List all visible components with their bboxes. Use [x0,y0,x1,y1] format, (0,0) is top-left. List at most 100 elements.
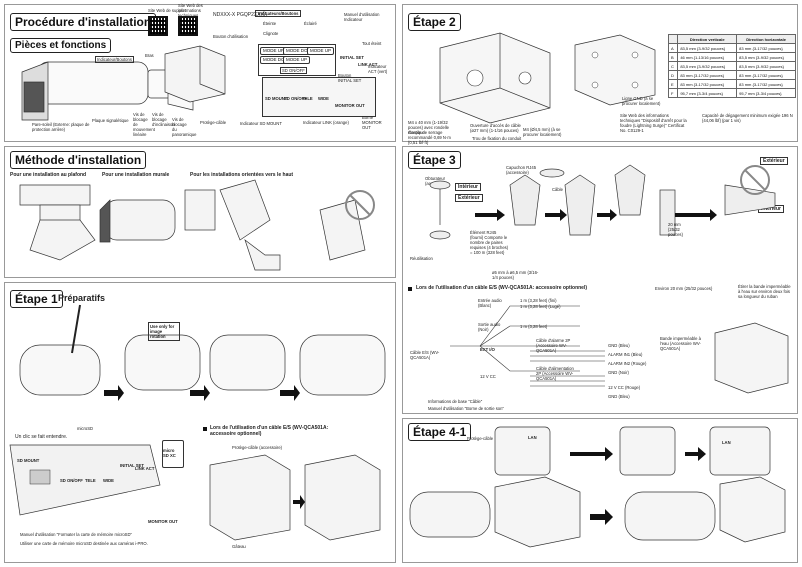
label-act-indicator: Indicateur ACT (vert) [368,64,388,74]
length-label-2: 1 m (3,28 feet) (Lugé) [520,304,561,309]
audio-out-label: Sortie audio (Noir) [478,322,501,332]
step2-tech-info: Site Web des informations techniques "Di… [620,113,687,133]
step1-cable-heading: Lors de l'utilisation d'un câble E/S (WV… [210,425,329,437]
ext-io-label: EXT I/O [480,347,495,352]
step41-heading: Étape 4-1 [408,423,472,441]
manual-label: Manuel d'utilisation [344,12,380,17]
sd-onoff-btn-label: SD ON/OFF [284,96,307,101]
terminal-3: ALARM IN2 (Rouge) [608,361,647,366]
method-wall: Pour une installation murale [102,172,170,178]
mode-up-button-2[interactable]: MODE UP [307,47,335,55]
step1-link-act: LINK ACT [135,466,155,471]
step2-dimension-table: Direction verticale Direction horizontal… [667,34,796,98]
label-sunshade: Pare-soleil (Externe: plaque de protecti… [32,122,90,132]
step1-monitor-out: MONITOR OUT [148,519,178,524]
step3-cable-bullet [408,287,412,291]
step1-microsd-label: microSD [77,426,94,431]
sd-card-label: micro SD XC [163,448,176,458]
initial-set-label: INITIAL SET [340,55,364,60]
strip-note: Environ 20 mm {25/32 pouces} [655,286,713,291]
step3-exterior-right: Extérieur [760,157,788,165]
section-method [4,146,396,278]
label-pan-screw: Vis de blocage du panoramique [172,117,197,137]
legend-off: Éteinte [263,21,277,26]
terminal-4: GND (Noir) [608,370,629,375]
step41-cover-label: Protège-câble [467,436,494,441]
support-site-label: Site Web de support [148,8,186,13]
step2-load-note: Capacité de dégagement minimum exigée 19… [702,113,793,123]
step3-cap-label: Capuchon RJ45 (accessoire) [506,165,537,175]
alarm-cable-label: Câble d'alarme 2P (Accessoire WV-QCA501A… [536,338,571,353]
info-note-audio: Manuel d'utilisation "Borne de sortie so… [428,406,504,411]
section-step2 [402,4,798,142]
step1-sd-onoff: SD ON/OFF [60,478,83,483]
step3-length-label: 20 mm {25/32 pouces} [668,222,683,237]
doc-code: NDXXX-X PGQP2XXXA [213,12,268,18]
step1-initial-set: INITIAL SET [120,463,144,468]
method-illustrations [19,179,375,271]
label-linear-screw: Vis de blocage de mouvement linéaire [133,112,155,137]
extend-note: Étirer la bande imperméable à l'eau sur … [738,284,791,299]
step1-note-ipro: Utiliser une carte de mémoire microSD de… [20,541,148,546]
step2-heading: Étape 2 [408,13,461,31]
step2-hole-note: Trou de fixation du conduit [472,136,522,141]
label-cable-cover: Protège-câble [200,120,227,125]
method-heading: Méthode d'installation [10,151,147,169]
tape-note: Bande imperméable à l'eau (Accessoire WV… [660,336,701,351]
step1-cable-cover-label: Protège-câble (accessoire) [232,445,283,450]
label-indicators-buttons: Indicateur/Boutons [95,56,134,63]
docs-site-label: Site Web des informations techniques [178,3,203,18]
step2-conduit-note: Ouverture d'accès de câble (ø27 mm) {1-1… [470,123,521,133]
audio-in-label: Entrée audio (Blanc) [478,298,502,308]
step41-lan-label: LAN [528,435,537,440]
ext-cable-label: Câble E/S (WV-QCA501A) [410,350,440,360]
step1-cable-cover-drawing [209,454,381,541]
step2-mount-drawing [574,34,656,106]
monitor-out-label: MONITOR OUT [335,103,365,108]
sd-mount-label: SD MOUNT [265,96,288,101]
step2-torque-note: Couple de serrage recommandé 0,69 N·m {0… [408,130,451,145]
sd-onoff-label: SD ON/OFF [280,67,307,74]
step1-illustrations [19,304,386,401]
step41-drawings [409,426,786,548]
label-link-indicator: Indicateur LINK (orange) [303,120,349,125]
legend-on: Éclairé [304,21,317,26]
step2-screw-note: M4 x 40 mm {1-19/32 pouces} avec rondell… [408,120,449,135]
tele-label: TELE [302,96,313,101]
power-cable-label: Câble d'alimentation 2P (Accessoire WV-Q… [536,366,574,381]
table-header: Direction verticale [677,34,738,44]
label-initial-set: Bouton INITIAL SET [338,73,362,83]
qr-docs [178,16,198,36]
step3-rj45-label: Élément RJ45 (fourni) Comporte le nombre… [470,230,509,255]
mode-up-button-3[interactable]: MODE UP [283,56,311,64]
step3-box-drawing [714,322,789,394]
section-step41 [402,418,798,563]
step1-subheading: Préparatifs [58,293,106,303]
label-nameplate: Plaque signalétique [92,118,129,123]
voltage-label: 12 V CC [480,374,496,379]
sd-card-icon [162,440,184,468]
terminal-5: 12 V CC (Rouge) [608,385,641,390]
length-label-3: 1 m (3,28 feet) [520,324,548,329]
method-ceiling: Pour une installation au plafond [10,172,87,178]
step1-cable-bullet [203,427,207,431]
step1-use-only-note: Use only for image rotation [148,322,180,341]
indicators-heading: Indicateurs/Boutons [255,10,302,17]
step1-sd-slot-drawing [9,444,161,516]
qr-support [148,16,168,36]
section-step3 [402,146,798,414]
step1-tele: TELE [85,478,96,483]
link-act-label: LINK ACT [358,62,378,67]
step3-heading: Étape 3 [408,151,461,169]
label-monitor-out: Borne MONITOR OUT [362,115,382,130]
step3-diameter-label: ø5 mm à ø6,5 mm {3/16-1/4 pouces} [492,270,539,280]
indicator-panel [258,44,336,76]
step2-bracket-drawing [439,32,551,124]
step1-wide: WIDE [103,478,114,483]
table-header: Direction horizontale [736,34,796,44]
label-tilt-screw: Vis de blocage d'inclinaison [152,112,175,127]
